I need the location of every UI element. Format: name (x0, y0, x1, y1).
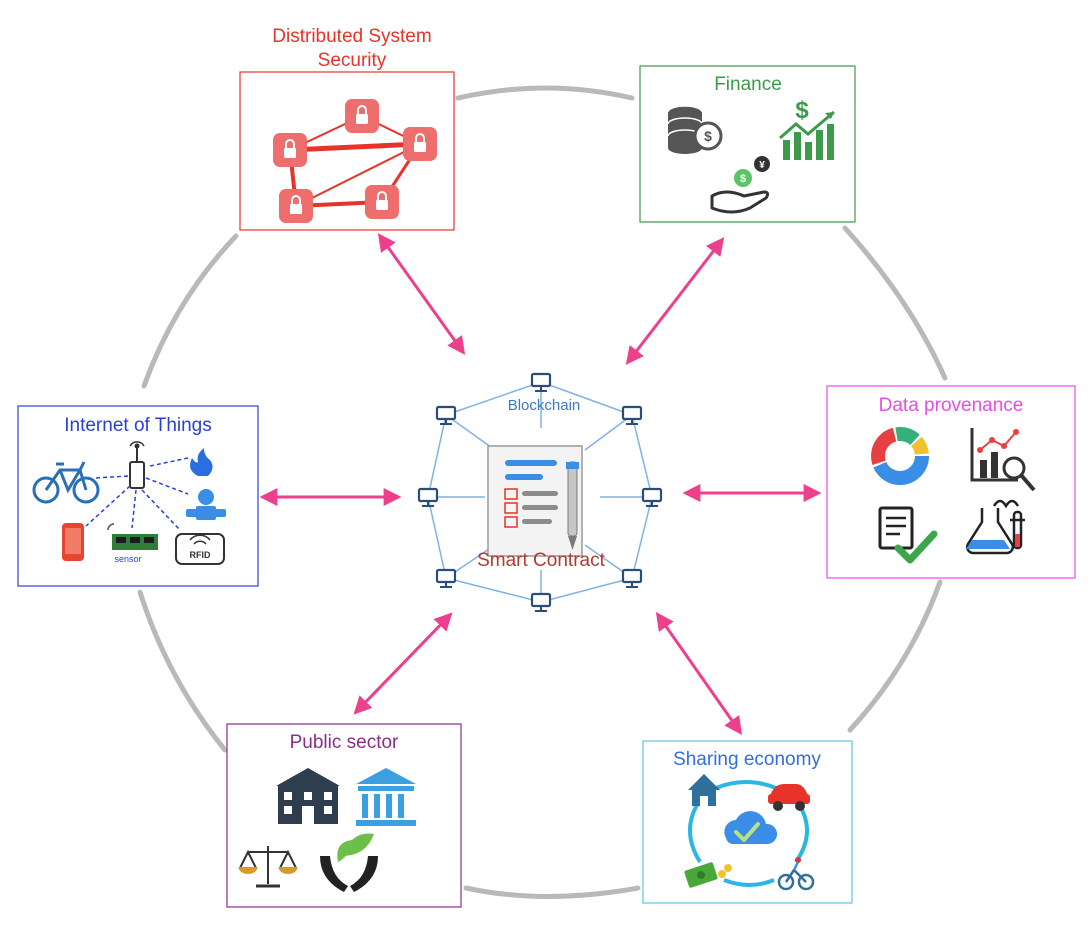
svg-text:$: $ (740, 173, 746, 185)
lock-icon (345, 99, 379, 133)
computer-icon (641, 487, 663, 507)
sensor-label: sensor (114, 554, 141, 564)
lock-icon (403, 127, 437, 161)
security-title-line1: Distributed System (272, 26, 431, 47)
arrow-finance (625, 237, 725, 365)
wifi-router-icon (129, 441, 145, 489)
smartphone-icon (62, 523, 84, 561)
ring-arc-bottom-right (847, 579, 943, 733)
government-building-icon (356, 768, 416, 826)
ring-arc-top-right (842, 225, 948, 381)
computer-icon (530, 372, 552, 392)
justice-scale-icon (238, 846, 298, 888)
iot-connection-arrows (85, 457, 189, 531)
finance-title: Finance (714, 74, 782, 95)
domain-sharing: Sharing economy (642, 740, 853, 904)
rfid-reader-icon: RFID (175, 533, 225, 565)
smart-contract-document-icon (487, 445, 583, 557)
computer-icon (530, 592, 552, 612)
verified-document-icon (878, 506, 938, 564)
cyclist-icon (777, 857, 815, 891)
computer-icon (621, 568, 643, 588)
bicycle-icon (32, 461, 100, 504)
hand-money-icon: $ ¥ (710, 156, 770, 214)
domain-iot: Internet of Things (17, 405, 259, 587)
ring-arc-bottom (463, 885, 641, 899)
cloud-check-icon (724, 811, 778, 844)
sensor-board-icon: sensor (107, 523, 158, 564)
ring-arc-top (455, 85, 635, 101)
iot-title: Internet of Things (64, 415, 212, 436)
arrow-security (377, 233, 466, 355)
car-icon (768, 784, 810, 811)
security-title-line2: Security (318, 50, 387, 71)
public-title: Public sector (290, 732, 399, 753)
blockchain-label: Blockchain (508, 397, 581, 414)
outer-ring (137, 85, 948, 899)
house-icon (688, 774, 720, 806)
computer-icon (621, 405, 643, 425)
connection-arrows (259, 233, 822, 735)
arrow-public (353, 612, 453, 715)
sharing-title: Sharing economy (673, 749, 821, 770)
arrow-sharing (655, 612, 743, 735)
lock-icon (365, 185, 399, 219)
rfid-label: RFID (190, 550, 211, 560)
donut-chart-icon (871, 427, 929, 485)
growth-chart-icon: $ (779, 97, 835, 160)
domain-finance: Finance $ $ $ ¥ (639, 65, 856, 223)
svg-text:$: $ (704, 128, 712, 144)
ring-arc-top-left (141, 233, 239, 389)
building-icon (276, 768, 340, 824)
data-analysis-icon (970, 428, 1036, 492)
flame-icon (190, 448, 213, 476)
lab-flask-icon (965, 499, 1025, 555)
domain-public: Public sector (226, 723, 462, 908)
hands-plant-icon (320, 833, 378, 892)
svg-text:¥: ¥ (759, 160, 765, 171)
coin-stack-icon: $ (667, 105, 723, 154)
smart-contract-label: Smart Contract (477, 550, 605, 571)
public-box (226, 723, 462, 908)
provenance-box (826, 385, 1076, 579)
provenance-title: Data provenance (879, 395, 1024, 416)
water-meter-icon (186, 489, 226, 520)
lock-icon (279, 189, 313, 223)
ring-arc-bottom-left (137, 589, 228, 753)
domain-security: Distributed System Security (239, 26, 455, 231)
money-icon (684, 862, 732, 888)
computer-icon (417, 487, 439, 507)
network-nodes (417, 372, 663, 612)
domain-provenance: Data provenance (826, 385, 1076, 579)
svg-text:$: $ (795, 97, 809, 124)
lock-icon (273, 133, 307, 167)
computer-icon (435, 405, 457, 425)
computer-icon (435, 568, 457, 588)
